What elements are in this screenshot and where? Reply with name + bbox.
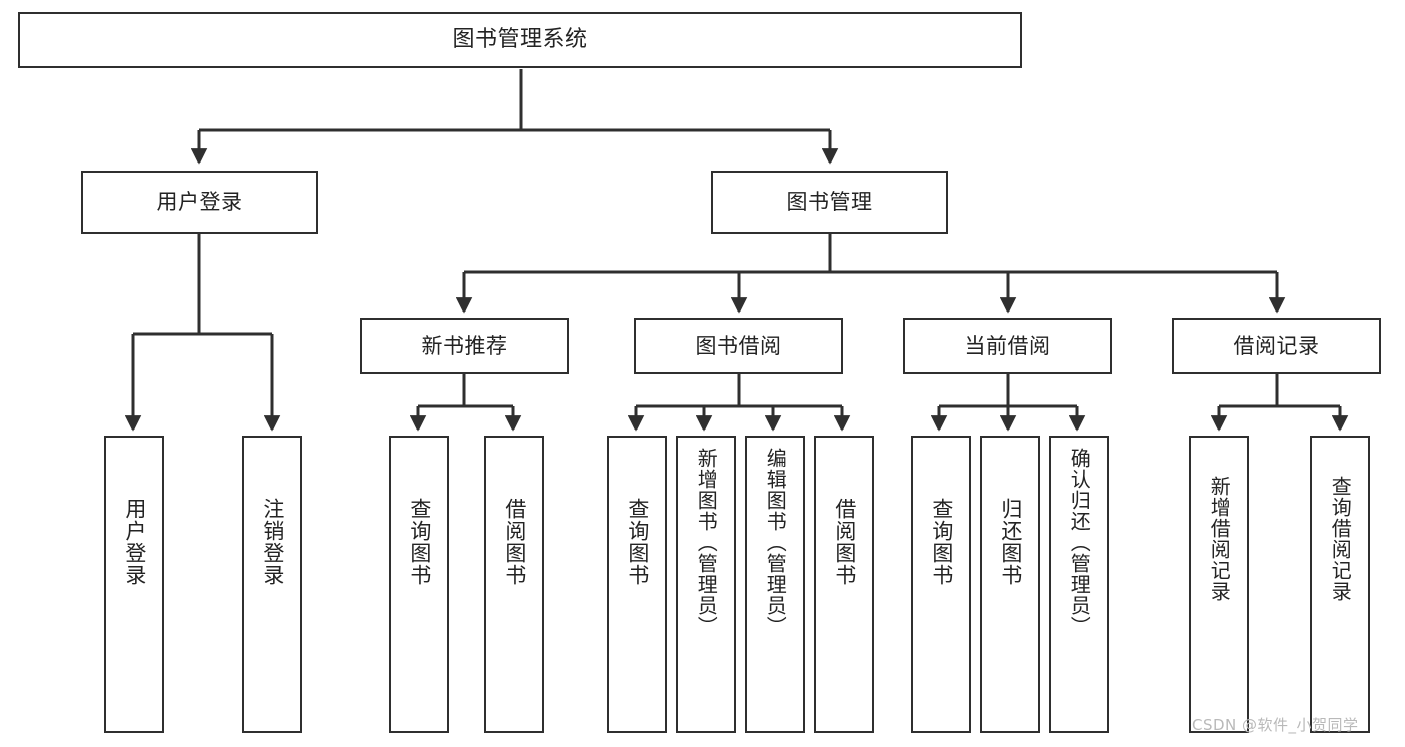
node-label: 归还图书	[998, 498, 1023, 586]
leaf-user-login[interactable]: 用户登录	[104, 436, 164, 733]
leaf-confirm-return-admin[interactable]: 确认归还（管理员）	[1049, 436, 1109, 733]
node-label: 用户登录	[122, 498, 147, 586]
leaf-add-book-admin[interactable]: 新增图书（管理员）	[676, 436, 736, 733]
node-label: 当前借阅	[964, 333, 1051, 358]
node-label: 借阅图书	[832, 498, 857, 586]
node-label: 确认归还（管理员）	[1067, 448, 1092, 637]
node-label: 借阅图书	[502, 498, 527, 586]
node-label: 图书借阅	[695, 333, 782, 358]
node-label: 新增借阅记录	[1207, 476, 1232, 602]
node-book-borrow[interactable]: 图书借阅	[634, 318, 843, 374]
node-label: 新增图书（管理员）	[694, 448, 719, 637]
node-label: 新书推荐	[421, 333, 508, 358]
node-new-book-recommend[interactable]: 新书推荐	[360, 318, 569, 374]
node-label: 图书管理	[786, 190, 873, 215]
node-label: 查询图书	[407, 498, 432, 586]
leaf-return-book[interactable]: 归还图书	[980, 436, 1040, 733]
node-label: 查询图书	[929, 498, 954, 586]
node-borrow-record[interactable]: 借阅记录	[1172, 318, 1381, 374]
node-label: 借阅记录	[1233, 333, 1320, 358]
node-label: 注销登录	[260, 498, 285, 586]
leaf-user-logout[interactable]: 注销登录	[242, 436, 302, 733]
leaf-borrow-book[interactable]: 借阅图书	[814, 436, 874, 733]
node-label: 图书管理系统	[452, 27, 588, 53]
leaf-query-book-current[interactable]: 查询图书	[911, 436, 971, 733]
node-label: 查询借阅记录	[1328, 476, 1353, 602]
node-root-system[interactable]: 图书管理系统	[18, 12, 1022, 68]
leaf-query-borrow-record[interactable]: 查询借阅记录	[1310, 436, 1370, 733]
node-user-login[interactable]: 用户登录	[81, 171, 318, 234]
leaf-add-borrow-record[interactable]: 新增借阅记录	[1189, 436, 1249, 733]
node-label: 编辑图书（管理员）	[763, 448, 788, 637]
leaf-borrow-book-new-rec[interactable]: 借阅图书	[484, 436, 544, 733]
node-current-borrow[interactable]: 当前借阅	[903, 318, 1112, 374]
node-label: 查询图书	[625, 498, 650, 586]
node-label: 用户登录	[156, 190, 243, 215]
leaf-query-book-borrow[interactable]: 查询图书	[607, 436, 667, 733]
node-book-manage[interactable]: 图书管理	[711, 171, 948, 234]
watermark-text: CSDN @软件_小贺同学	[1192, 716, 1359, 734]
leaf-query-book-new-rec[interactable]: 查询图书	[389, 436, 449, 733]
leaf-edit-book-admin[interactable]: 编辑图书（管理员）	[745, 436, 805, 733]
